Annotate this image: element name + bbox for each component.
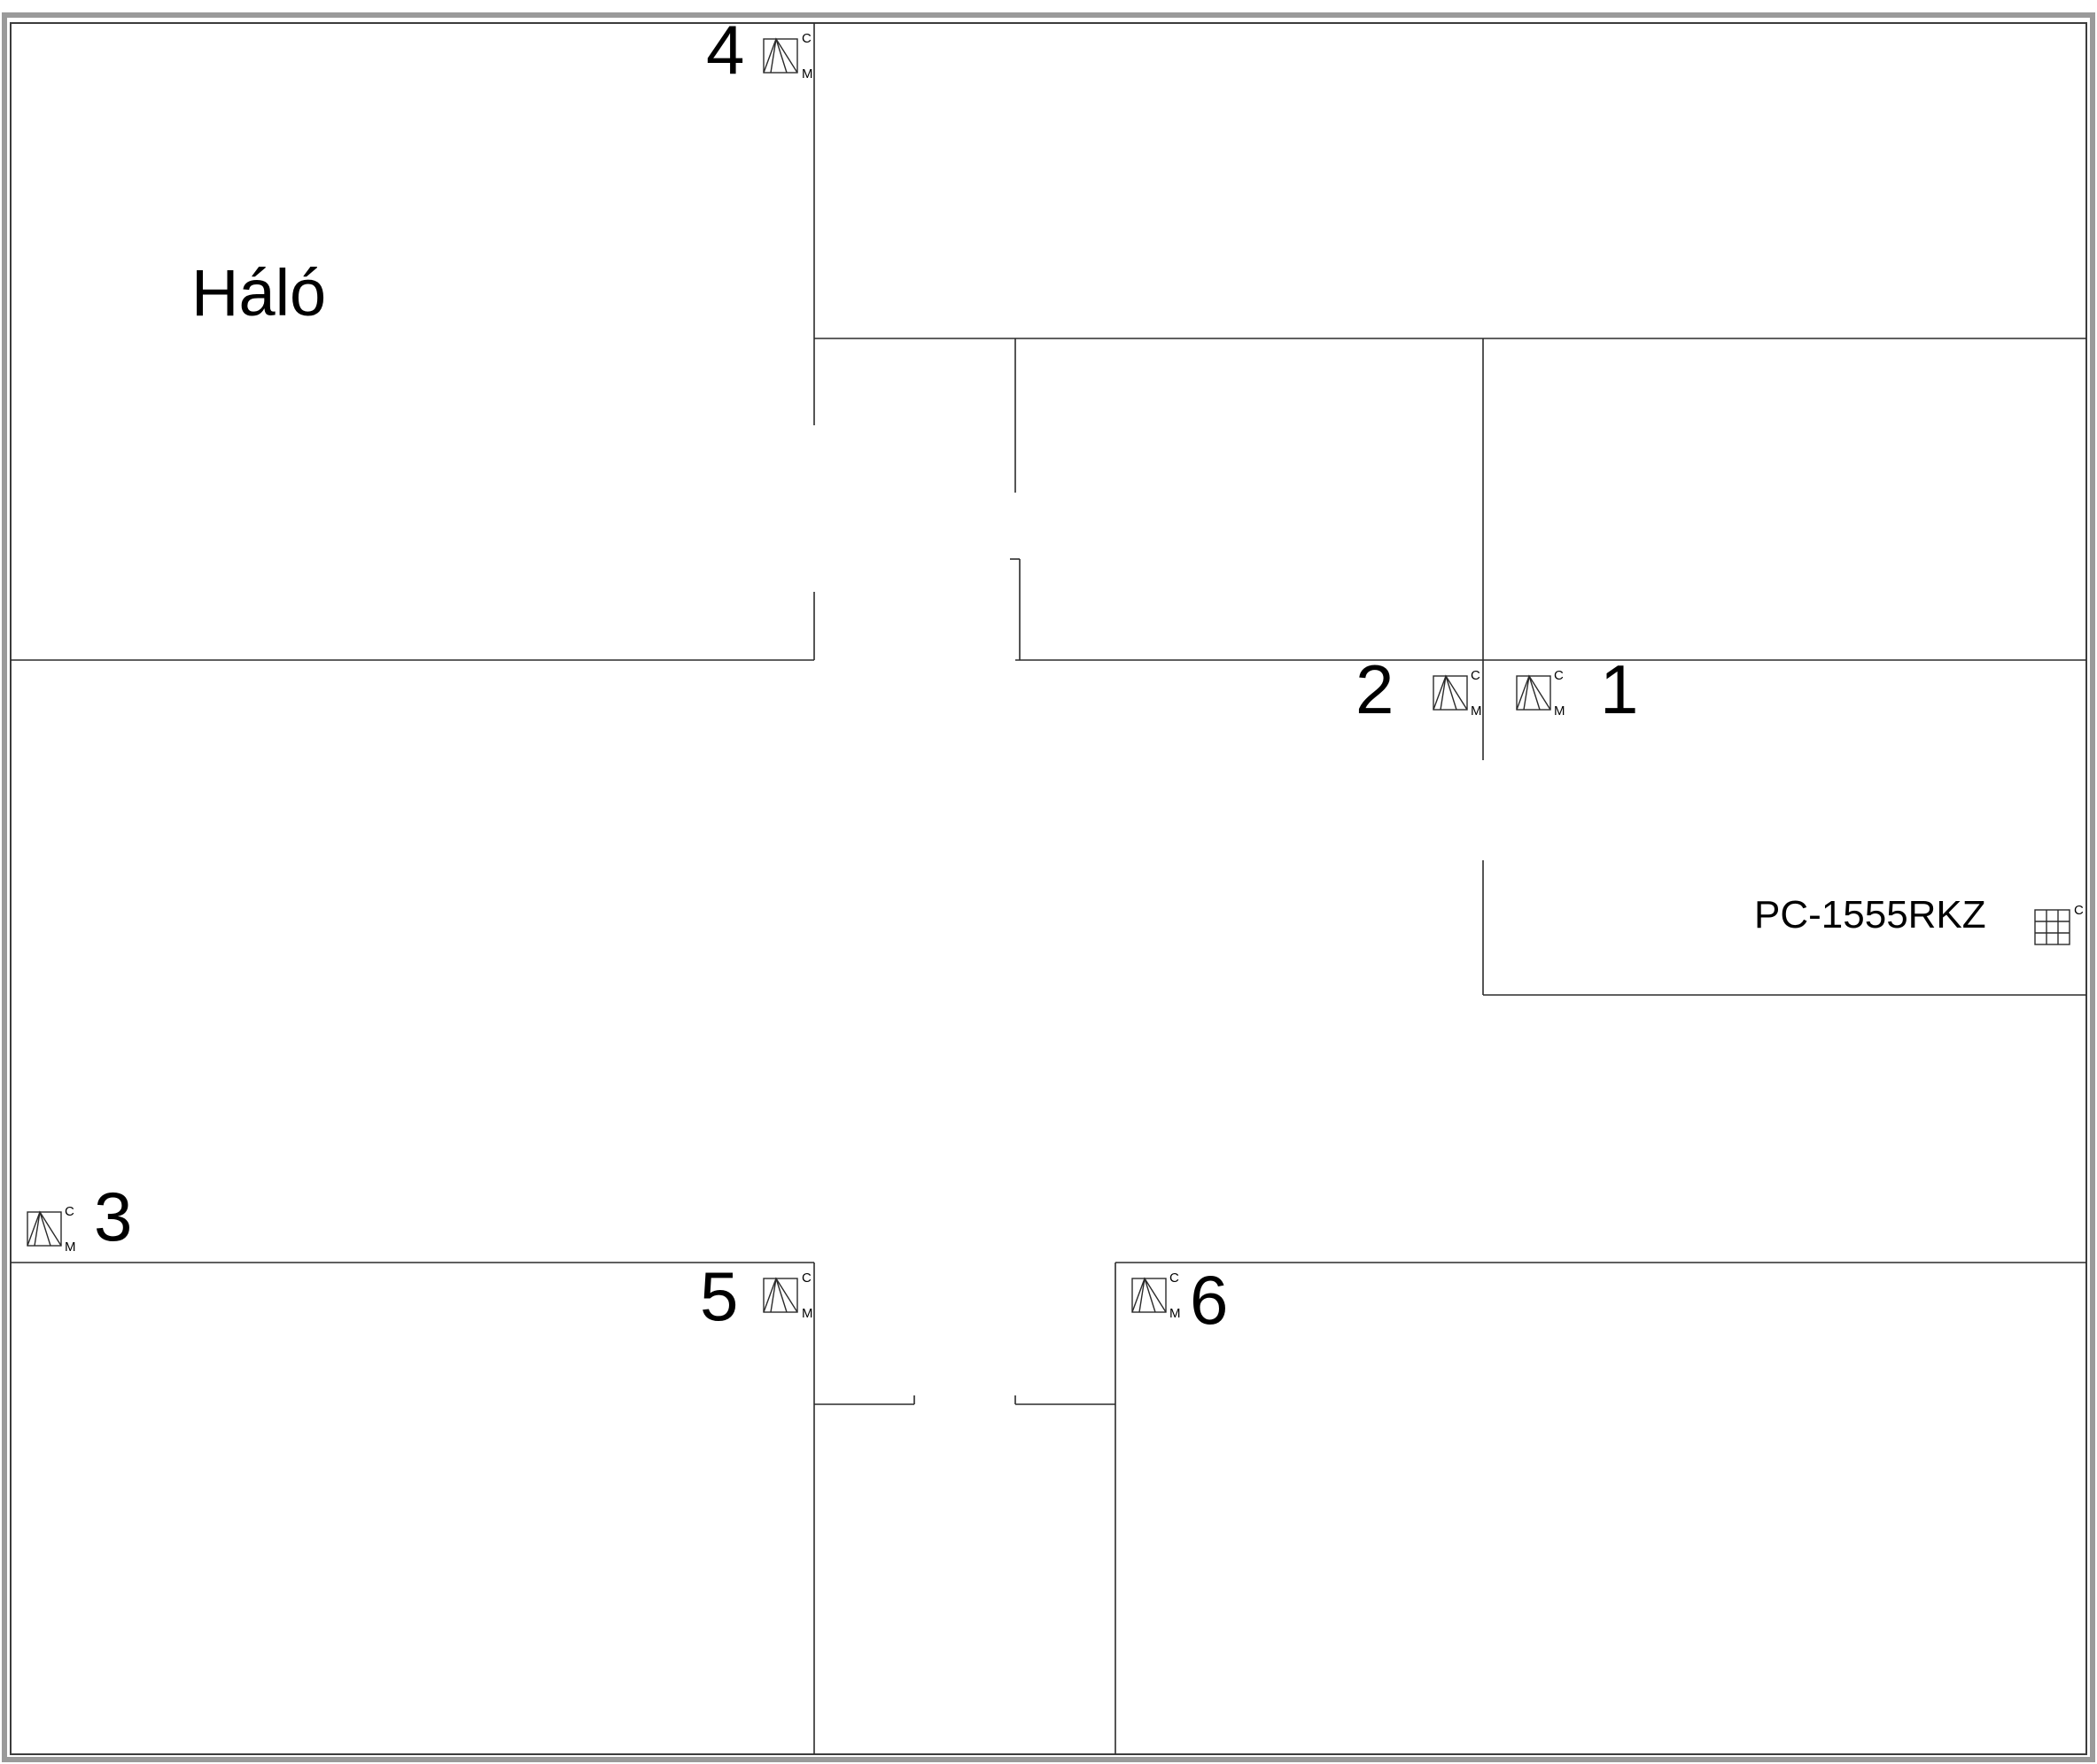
detector-top-letter: C — [1471, 668, 1480, 683]
room-label: Háló — [191, 256, 326, 330]
detector-top-letter: C — [1554, 668, 1564, 683]
motion-detector-icon — [1131, 1277, 1167, 1313]
control-panel: PC-1555RKZ C — [1754, 893, 2084, 945]
control-panel-corner-letter: C — [2074, 903, 2084, 918]
detector-top-letter: C — [802, 31, 812, 46]
motion-detector-icon — [763, 1277, 798, 1313]
detector-top-letter: C — [1169, 1271, 1179, 1286]
motion-detector-icon — [1433, 674, 1468, 711]
detector-bottom-letter: M — [1471, 703, 1482, 719]
detector-top-letter: C — [802, 1271, 812, 1286]
detector-bottom-letter: M — [802, 66, 813, 82]
detector-number: 6 — [1190, 1261, 1228, 1339]
detector-top-letter: C — [65, 1204, 74, 1219]
detector-number: 1 — [1600, 650, 1638, 728]
walls — [11, 23, 2086, 1754]
detector-6: C M 6 — [1131, 1261, 1228, 1339]
detector-2: 2 C M — [1355, 650, 1482, 728]
motion-detector-icon — [1516, 674, 1551, 711]
plan-frame-outer — [2, 12, 2095, 1762]
control-panel-label: PC-1555RKZ — [1754, 893, 1986, 936]
motion-detector-icon — [27, 1210, 62, 1247]
detector-number: 4 — [706, 11, 744, 89]
motion-detector-icon — [763, 37, 798, 74]
detector-bottom-letter: M — [802, 1306, 813, 1321]
detector-5: 5 C M — [700, 1257, 813, 1335]
detector-bottom-letter: M — [1169, 1306, 1181, 1321]
detector-3: C M 3 — [27, 1177, 132, 1255]
detector-bottom-letter: M — [65, 1239, 76, 1255]
detector-1: C M 1 — [1516, 650, 1638, 728]
detector-number: 5 — [700, 1257, 738, 1335]
detector-number: 3 — [94, 1177, 132, 1255]
plan-frame-inner — [10, 22, 2087, 1755]
detector-4: 4 C M — [706, 11, 813, 89]
keypad-icon — [2034, 909, 2070, 945]
detector-bottom-letter: M — [1554, 703, 1565, 719]
detector-number: 2 — [1355, 650, 1394, 728]
